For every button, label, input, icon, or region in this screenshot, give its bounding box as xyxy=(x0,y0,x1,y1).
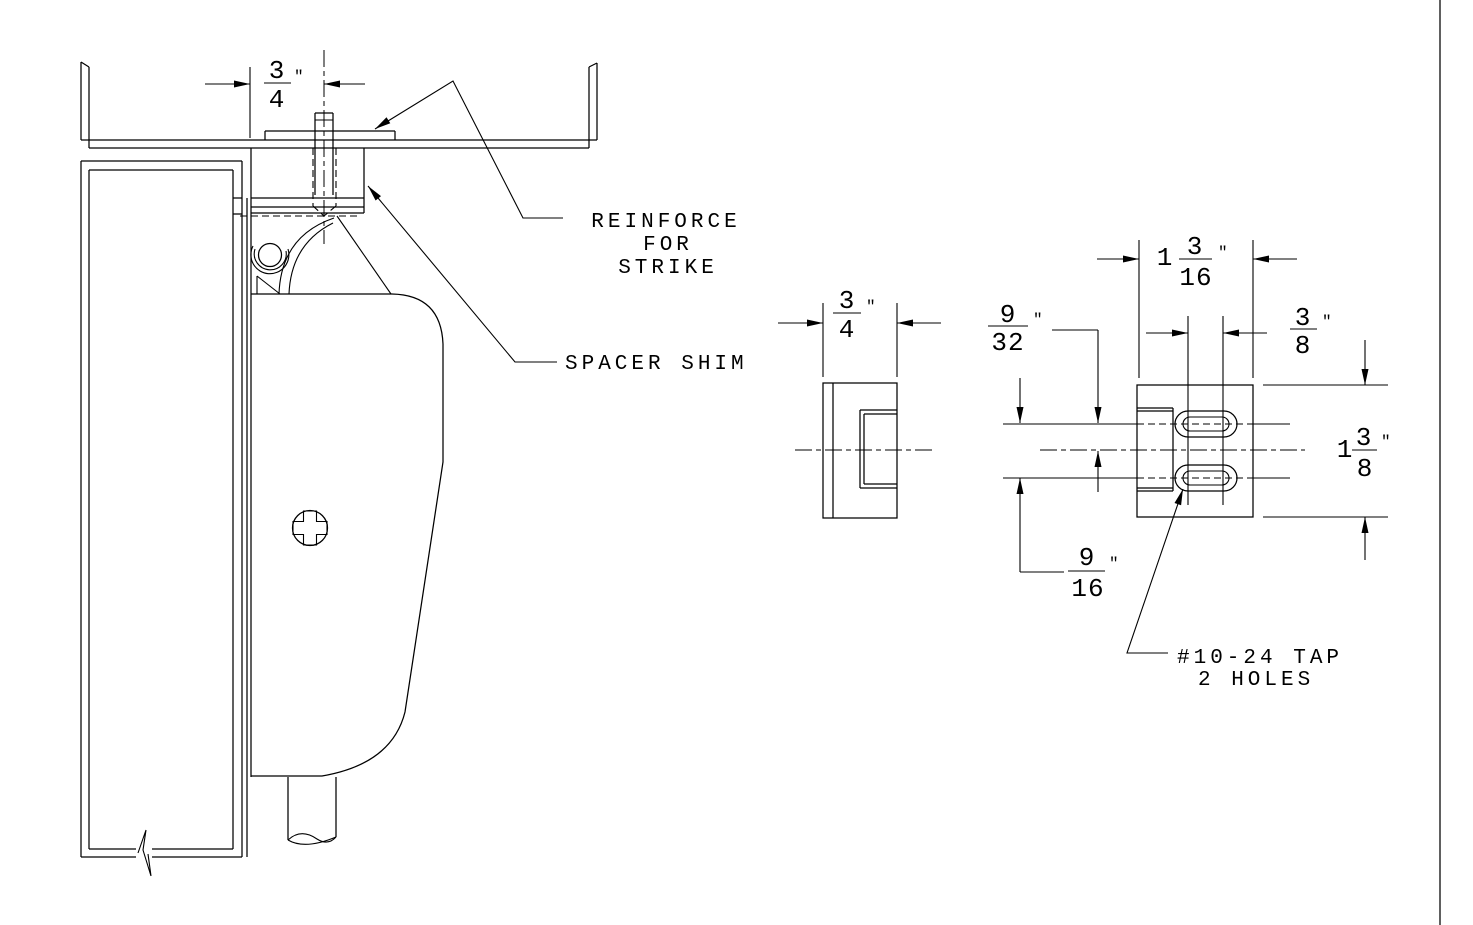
label-tap-note-line1: #10-24 TAP xyxy=(1177,647,1343,670)
door-closer-body xyxy=(251,293,444,845)
strike-reinforce-plate xyxy=(264,130,396,140)
dim-strike-offset: 3 4 ″ xyxy=(205,56,365,138)
dim-hole-spacing: 9 16 ″ xyxy=(1016,378,1119,604)
dim-shim-thickness-denominator: 4 xyxy=(839,315,856,345)
dim-strike-offset-numerator: 3 xyxy=(269,56,286,86)
dim-shim-thickness: 3 4 ″ xyxy=(778,286,941,377)
dim-slot-length-unit: ″ xyxy=(1322,313,1332,331)
frame-channel xyxy=(80,61,598,149)
dim-slot-to-centerline: 9 32 ″ xyxy=(988,300,1102,492)
dim-plate-height: 1 3 8 ″ xyxy=(1263,340,1391,560)
shim-side-view: 3 4 ″ xyxy=(778,286,941,519)
label-reinforce-for-strike: REINFORCE FOR STRIKE xyxy=(591,211,740,280)
dim-plate-width-numerator: 3 xyxy=(1187,232,1204,262)
dim-slot-to-centerline-unit: ″ xyxy=(1033,311,1043,329)
shim-notch xyxy=(859,409,897,489)
strike-plate-face-view: 1 3 16 ″ 3 8 ″ 9 32 xyxy=(988,232,1391,692)
label-reinforce-line2: FOR xyxy=(643,234,693,257)
plate-centerlines xyxy=(1003,423,1305,479)
leader-tap-note xyxy=(1126,488,1184,654)
dim-plate-width-unit: ″ xyxy=(1218,244,1228,262)
dim-plate-height-whole: 1 xyxy=(1337,435,1354,465)
leader-reinforce-for-strike xyxy=(374,80,563,219)
dim-slot-length: 3 8 ″ xyxy=(1146,303,1332,505)
label-tap-note: #10-24 TAP 2 HOLES xyxy=(1177,647,1343,692)
phillips-cross-icon xyxy=(292,510,328,546)
dim-slot-to-centerline-denominator: 32 xyxy=(991,328,1024,358)
strike-block xyxy=(240,148,365,217)
dim-plate-width-denominator: 16 xyxy=(1179,263,1212,293)
closer-spindle-tube xyxy=(287,777,337,845)
label-reinforce-line3: STRIKE xyxy=(618,257,718,280)
label-spacer-shim: SPACER SHIM xyxy=(565,353,748,376)
closer-arm-edge xyxy=(336,215,392,295)
label-tap-note-line2: 2 HOLES xyxy=(1198,669,1314,692)
roller-catch xyxy=(250,215,392,295)
phillips-screw-head xyxy=(291,509,329,547)
dim-hole-spacing-numerator: 9 xyxy=(1079,543,1096,573)
dim-hole-spacing-denominator: 16 xyxy=(1071,574,1104,604)
mounting-stud xyxy=(312,50,337,244)
closer-arm-curve xyxy=(278,217,335,295)
dim-shim-thickness-numerator: 3 xyxy=(839,286,856,316)
dim-plate-width-whole: 1 xyxy=(1157,243,1174,273)
dim-slot-length-numerator: 3 xyxy=(1295,303,1312,333)
dim-plate-height-unit: ″ xyxy=(1381,433,1391,451)
break-line-symbol xyxy=(137,829,152,877)
plate-pocket xyxy=(1137,407,1174,492)
door-section xyxy=(80,148,252,877)
installation-section-view: 3 4 ″ REINFORCE FOR STRIKE SPACER SHIM xyxy=(80,50,748,877)
dim-slot-to-centerline-numerator: 9 xyxy=(1000,300,1017,330)
slot-hole-2 xyxy=(1174,464,1238,492)
strike-plate-outline xyxy=(1136,384,1254,518)
dim-strike-offset-denominator: 4 xyxy=(269,85,286,115)
dim-shim-thickness-unit: ″ xyxy=(866,298,876,316)
dim-hole-spacing-unit: ″ xyxy=(1109,555,1119,573)
dim-plate-height-numerator: 3 xyxy=(1356,423,1373,453)
dim-plate-width: 1 3 16 ″ xyxy=(1097,232,1297,378)
dim-slot-length-denominator: 8 xyxy=(1295,331,1312,361)
dim-plate-height-denominator: 8 xyxy=(1357,454,1374,484)
leader-spacer-shim xyxy=(367,185,557,363)
label-reinforce-line1: REINFORCE xyxy=(591,211,740,234)
dim-strike-offset-unit: ″ xyxy=(294,68,304,86)
slot-hole-1 xyxy=(1174,410,1238,438)
